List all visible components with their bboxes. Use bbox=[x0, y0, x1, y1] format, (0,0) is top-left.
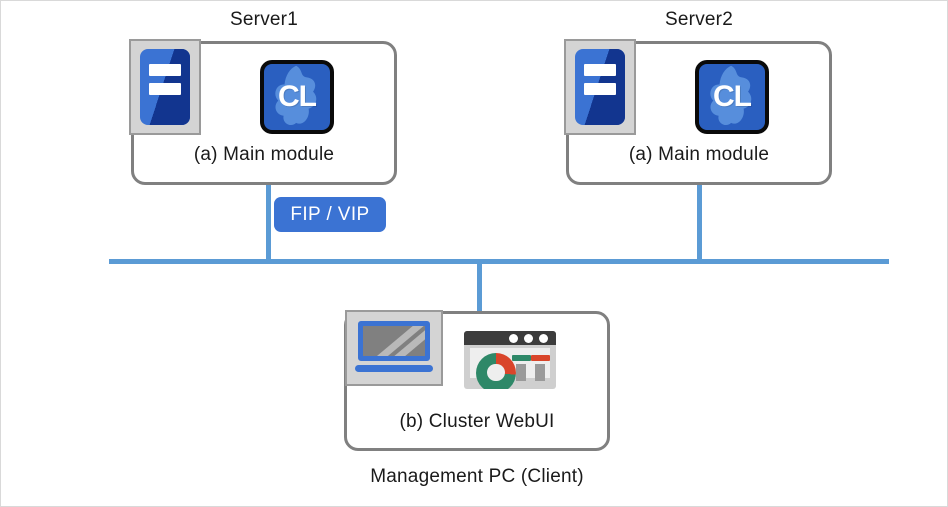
server-hardware-icon bbox=[564, 39, 636, 135]
server1-module-label: (a) Main module bbox=[193, 144, 335, 165]
server-icon-bar-2 bbox=[149, 83, 181, 95]
cl-app-icon: CL bbox=[260, 60, 334, 134]
webui-metric-2-cap bbox=[530, 354, 550, 361]
webui-metric-1-stem bbox=[516, 363, 526, 381]
server-icon-bar-1 bbox=[149, 64, 181, 76]
server2-title: Server2 bbox=[665, 9, 733, 30]
browser-titlebar bbox=[464, 331, 556, 345]
management-pc-module-label: (b) Cluster WebUI bbox=[399, 411, 555, 432]
cl-icon-splash bbox=[710, 65, 752, 126]
server-icon-body bbox=[575, 49, 625, 125]
cl-icon-label: CL bbox=[713, 80, 752, 113]
server-icon-body bbox=[140, 49, 190, 125]
fip-vip-badge: FIP / VIP bbox=[274, 197, 386, 232]
server-icon-bar-1 bbox=[584, 64, 616, 76]
cluster-webui-browser-icon bbox=[464, 331, 556, 389]
pc-monitor-screen bbox=[358, 320, 430, 361]
browser-dot-3 bbox=[509, 333, 518, 343]
pc-monitor-base bbox=[354, 365, 434, 372]
browser-page-content bbox=[470, 348, 550, 389]
webui-metric-2-stem bbox=[535, 363, 545, 381]
browser-dot-1 bbox=[539, 333, 548, 343]
browser-dot-2 bbox=[524, 333, 533, 343]
server1-title: Server1 bbox=[230, 9, 298, 30]
management-pc-caption: Management PC (Client) bbox=[370, 466, 584, 487]
webui-donut-chart bbox=[475, 352, 516, 389]
management-pc-network-connector bbox=[477, 259, 482, 313]
cl-icon-label: CL bbox=[278, 80, 317, 113]
server-hardware-icon bbox=[129, 39, 201, 135]
server-icon-bar-2 bbox=[584, 83, 616, 95]
client-pc-icon bbox=[345, 310, 443, 386]
cl-app-icon: CL bbox=[695, 60, 769, 134]
cl-icon-splash bbox=[275, 65, 317, 126]
server2-module-label: (a) Main module bbox=[628, 144, 770, 165]
network-bus-line bbox=[109, 259, 889, 264]
webui-metric-1-cap bbox=[511, 354, 531, 361]
server2-network-connector bbox=[697, 185, 702, 263]
server1-network-connector bbox=[266, 185, 271, 263]
